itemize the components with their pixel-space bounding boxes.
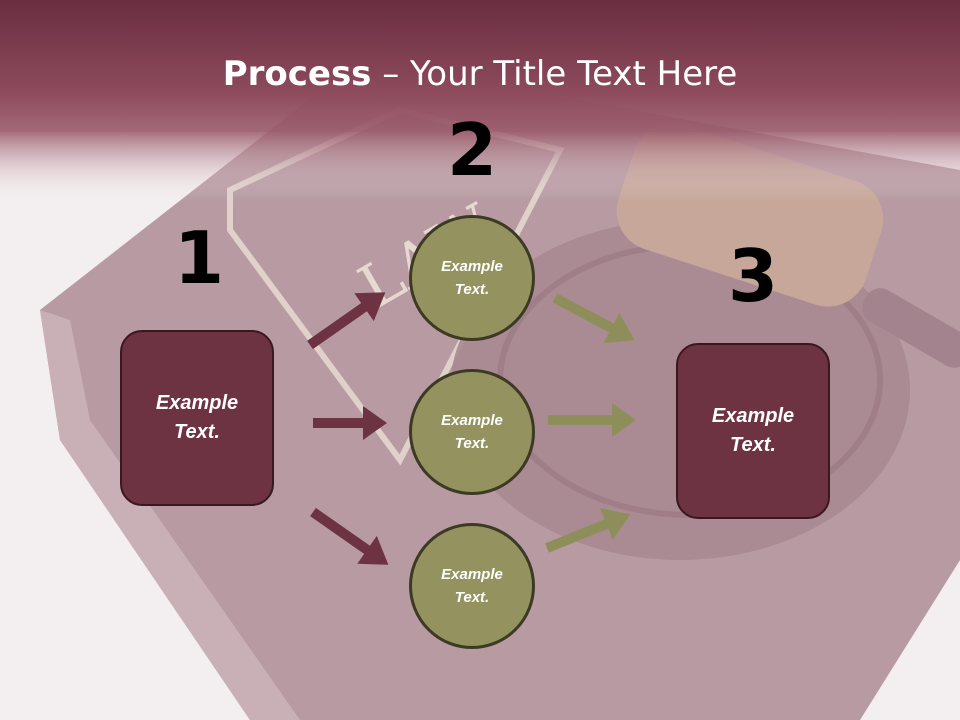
middle-circle-center: Example Text. [409, 369, 535, 495]
arrow-start-to-middle [313, 406, 387, 440]
header-band [0, 0, 960, 132]
start-box: Example Text. [120, 330, 274, 506]
page-title: Process – Your Title Text Here [0, 52, 960, 96]
title-bold: Process [222, 54, 372, 94]
middle-circle-bottom: Example Text. [409, 523, 535, 649]
title-rest: – Your Title Text Here [371, 54, 738, 94]
step-number-3: 3 [727, 234, 779, 318]
arrow-start-to-bottom [310, 507, 389, 565]
step-number-2: 2 [446, 108, 498, 192]
start-box-text: Example Text. [155, 392, 239, 443]
middle-circle-bottom-text: Example Text. [441, 566, 503, 606]
arrow-top-to-end [552, 293, 635, 344]
arrow-middle-to-end [548, 403, 636, 437]
end-box: Example Text. [676, 343, 830, 519]
arrow-bottom-to-end [545, 508, 631, 553]
arrow-start-to-top [307, 292, 386, 350]
end-box-text: Example Text. [711, 405, 795, 456]
middle-circle-center-text: Example Text. [441, 412, 503, 452]
middle-circle-top-text: Example Text. [441, 258, 503, 298]
middle-circle-top: Example Text. [409, 215, 535, 341]
step-number-1: 1 [173, 216, 225, 300]
